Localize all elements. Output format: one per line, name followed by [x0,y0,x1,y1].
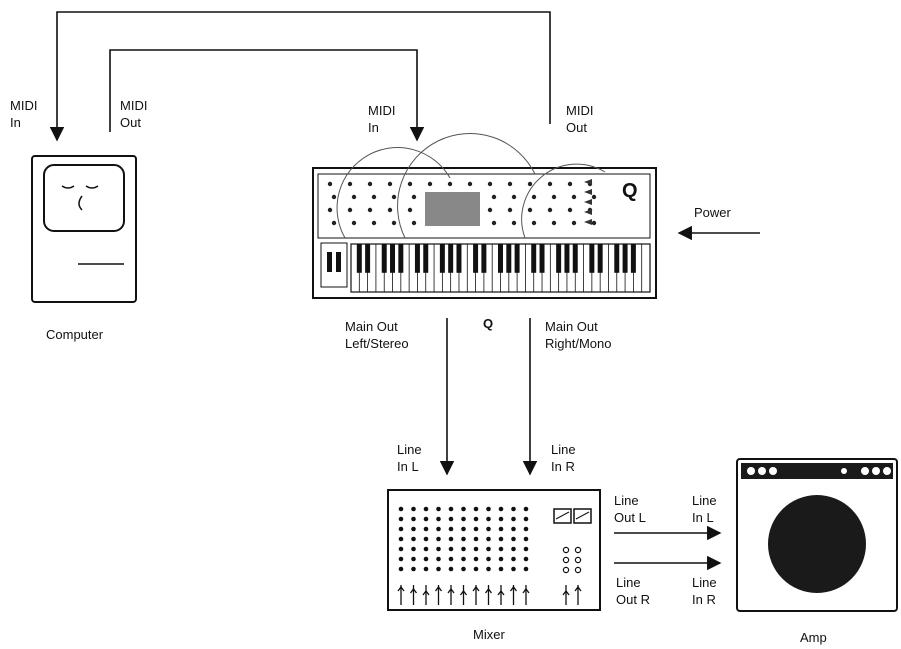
computer-icon [31,155,137,303]
mixer-line-in-l-label: Line In L [397,442,422,474]
midi-cable-synth-out-to-computer-in [49,11,551,142]
synth-midi-out-label: MIDI Out [566,103,594,135]
amp-label: Amp [800,630,827,645]
synth-midi-in-label: MIDI In [368,103,396,135]
main-out-left-label: Main Out Left/Stereo [345,319,409,351]
computer-midi-in-label: MIDI In [10,98,38,130]
computer-label: Computer [46,327,104,342]
mixer-icon [387,489,601,611]
mixer-label: Mixer [473,627,505,642]
computer-midi-out-label: MIDI Out [120,98,148,130]
power-label: Power [694,205,731,220]
midi-cable-computer-out-to-synth-in [109,49,425,142]
synthesizer-keyboard [312,133,657,299]
amp-speaker [768,495,866,593]
synth-logo: Q [622,180,638,202]
mixer-line-out-l-label: Line Out L [614,493,646,525]
amp-line-in-r-label: Line In R [692,575,717,607]
amp-line-in-l-label: Line In L [692,493,717,525]
amp-icon [736,458,898,612]
mixer-line-in-r-label: Line In R [551,442,576,474]
mixer-line-out-r-label: Line Out R [616,575,650,607]
synth-name-label: Q [483,316,494,331]
main-out-right-label: Main Out Right/Mono [545,319,612,351]
